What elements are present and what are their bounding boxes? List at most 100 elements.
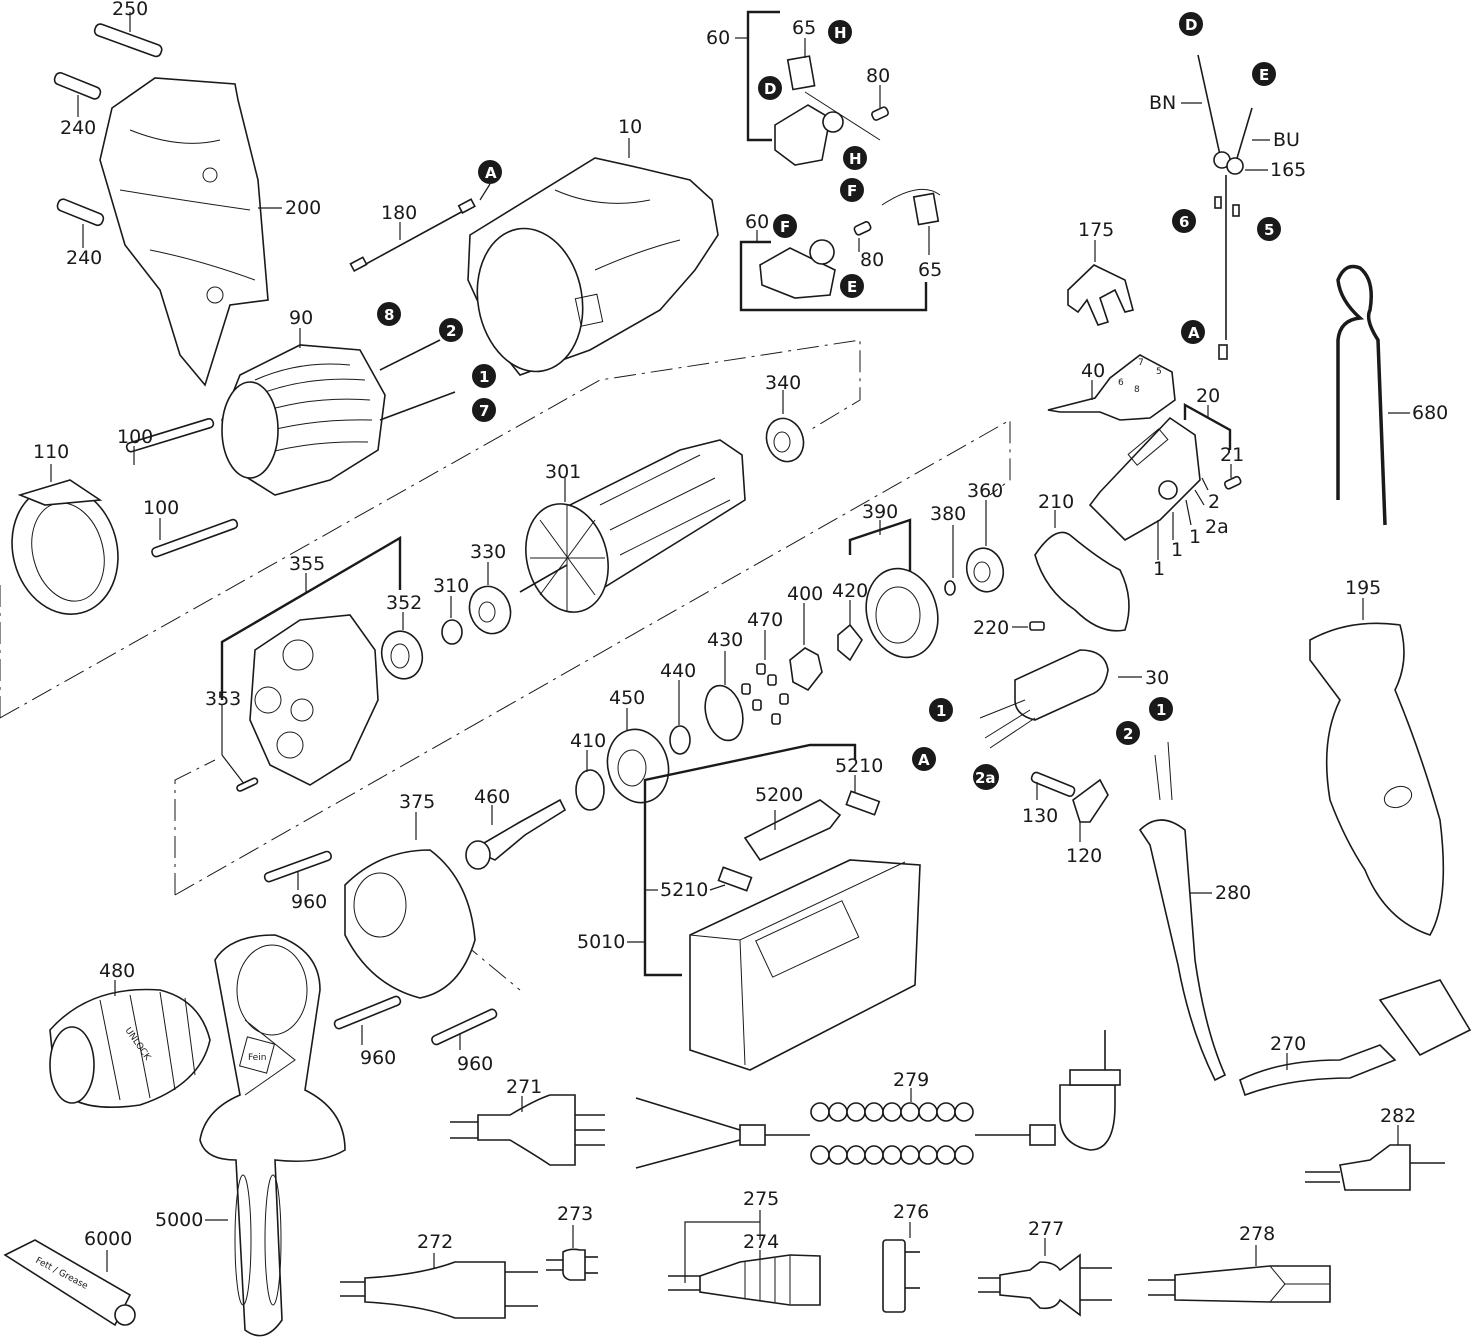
part-240-screw-lower: 240 bbox=[56, 198, 105, 269]
label-960-middle: 960 bbox=[360, 1047, 396, 1069]
badge-8: 8 bbox=[377, 302, 401, 326]
label-450: 450 bbox=[609, 687, 645, 709]
badge-F-1: F bbox=[840, 178, 864, 202]
svg-text:F: F bbox=[847, 182, 857, 200]
part-240-screw-upper: 240 bbox=[53, 72, 102, 139]
label-20: 20 bbox=[1196, 385, 1220, 407]
svg-text:2: 2 bbox=[446, 322, 456, 340]
label-240-lower: 240 bbox=[66, 247, 102, 269]
badge-H-2: H bbox=[843, 146, 867, 170]
part-30-capacitor: 30 bbox=[979, 649, 1169, 749]
badge-6: 6 bbox=[1172, 209, 1196, 233]
badge-5: 5 bbox=[1257, 217, 1281, 241]
label-280: 280 bbox=[1215, 882, 1251, 904]
badge-A-3: A bbox=[912, 747, 936, 771]
badge-2-cord: 2 bbox=[1116, 721, 1140, 745]
label-480: 480 bbox=[99, 960, 135, 982]
part-275-plug-assembly: 275 274 bbox=[668, 1188, 821, 1306]
part-355-bearing-flange: 355 353 bbox=[205, 535, 402, 792]
badge-H-1: H bbox=[828, 20, 852, 44]
label-100-lower: 100 bbox=[143, 497, 179, 519]
part-110-fan-guide: 110 bbox=[11, 441, 119, 616]
part-175-clip: 175 bbox=[1067, 219, 1134, 326]
svg-text:6: 6 bbox=[1179, 213, 1189, 231]
badge-7: 7 bbox=[472, 398, 496, 422]
part-301-armature: 301 bbox=[519, 439, 746, 613]
part-100-screw-lower: 100 bbox=[143, 497, 239, 558]
label-5200: 5200 bbox=[755, 784, 803, 806]
part-280-cord-sleeve: 280 bbox=[1138, 741, 1251, 1082]
part-20-switch: 20 21 1 1 1 2a 2 bbox=[1088, 385, 1244, 580]
part-273-plug: 273 bbox=[546, 1203, 598, 1281]
part-352-ring: 352 bbox=[380, 592, 424, 680]
svg-text:7: 7 bbox=[1138, 358, 1144, 368]
svg-text:H: H bbox=[849, 150, 862, 168]
svg-text:8: 8 bbox=[1134, 385, 1140, 395]
part-480-keyless-chuck: UNLOCK 480 bbox=[49, 960, 211, 1108]
part-90-field-coil: 90 bbox=[221, 307, 456, 496]
label-210: 210 bbox=[1038, 491, 1074, 513]
part-310-washer: 310 bbox=[433, 575, 469, 645]
label-301: 301 bbox=[545, 461, 581, 483]
handle-logo-text: Fein bbox=[248, 1053, 266, 1063]
label-250: 250 bbox=[112, 0, 148, 20]
label-360: 360 bbox=[967, 480, 1003, 502]
label-5210-right: 5210 bbox=[835, 755, 883, 777]
label-220: 220 bbox=[973, 617, 1009, 639]
badge-F-2: F bbox=[773, 214, 797, 238]
part-270-power-cord: 270 bbox=[1239, 979, 1472, 1097]
part-375-gear-housing: 375 bbox=[344, 791, 476, 999]
part-271-plug: 271 bbox=[450, 1076, 605, 1166]
label-21: 21 bbox=[1220, 444, 1244, 466]
label-276: 276 bbox=[893, 1201, 929, 1223]
part-420-spring: 420 bbox=[832, 580, 868, 662]
svg-text:F: F bbox=[780, 218, 790, 236]
part-210-trigger-cover: 210 bbox=[1034, 491, 1130, 632]
svg-text:D: D bbox=[764, 80, 776, 98]
label-1-switch-a: 1 bbox=[1153, 558, 1165, 580]
label-278: 278 bbox=[1239, 1223, 1275, 1245]
part-390-gear-assembly: 390 bbox=[848, 501, 939, 659]
part-400-carrier: 400 bbox=[787, 583, 823, 692]
part-450-bearing: 450 bbox=[606, 687, 670, 804]
label-90: 90 bbox=[289, 307, 313, 329]
label-1-switch-b: 1 bbox=[1171, 539, 1183, 561]
label-30: 30 bbox=[1145, 667, 1169, 689]
svg-text:2a: 2a bbox=[975, 769, 996, 787]
label-430: 430 bbox=[707, 629, 743, 651]
label-400: 400 bbox=[787, 583, 823, 605]
label-960-top: 960 bbox=[291, 891, 327, 913]
coil-loops bbox=[810, 1102, 974, 1165]
part-470-rollers: 470 bbox=[741, 609, 789, 725]
part-5000-side-handle: Fein 5000 bbox=[155, 934, 346, 1337]
svg-text:2: 2 bbox=[1123, 725, 1133, 743]
label-277: 277 bbox=[1028, 1218, 1064, 1240]
label-282: 282 bbox=[1380, 1105, 1416, 1127]
part-340-bearing: 340 bbox=[765, 372, 805, 463]
svg-text:A: A bbox=[485, 164, 497, 182]
part-276-plug: 276 bbox=[882, 1201, 929, 1313]
badge-A-1: A bbox=[478, 160, 502, 201]
label-5000: 5000 bbox=[155, 1209, 203, 1231]
badge-D-2: D bbox=[1179, 12, 1203, 36]
label-65-lower: 65 bbox=[918, 259, 942, 281]
label-680: 680 bbox=[1412, 402, 1448, 424]
badge-1-cord: 1 bbox=[1149, 697, 1173, 721]
label-272: 272 bbox=[417, 1231, 453, 1253]
label-195: 195 bbox=[1345, 577, 1381, 599]
badge-E-2: E bbox=[1252, 62, 1276, 86]
part-100-screw-upper: 100 bbox=[117, 417, 215, 465]
brush-holder-assembly-lower: 60 80 65 bbox=[739, 188, 942, 312]
label-100-upper: 100 bbox=[117, 426, 153, 448]
label-BN: BN bbox=[1149, 92, 1176, 114]
svg-text:1: 1 bbox=[479, 368, 489, 386]
svg-text:6: 6 bbox=[1118, 378, 1124, 388]
svg-text:5: 5 bbox=[1264, 221, 1274, 239]
label-1-switch-c: 1 bbox=[1189, 526, 1201, 548]
label-380: 380 bbox=[930, 503, 966, 525]
label-60-lower: 60 bbox=[745, 211, 769, 233]
svg-text:D: D bbox=[1185, 16, 1197, 34]
label-470: 470 bbox=[747, 609, 783, 631]
label-375: 375 bbox=[399, 791, 435, 813]
part-430-clutch-disc: 430 bbox=[704, 629, 744, 742]
